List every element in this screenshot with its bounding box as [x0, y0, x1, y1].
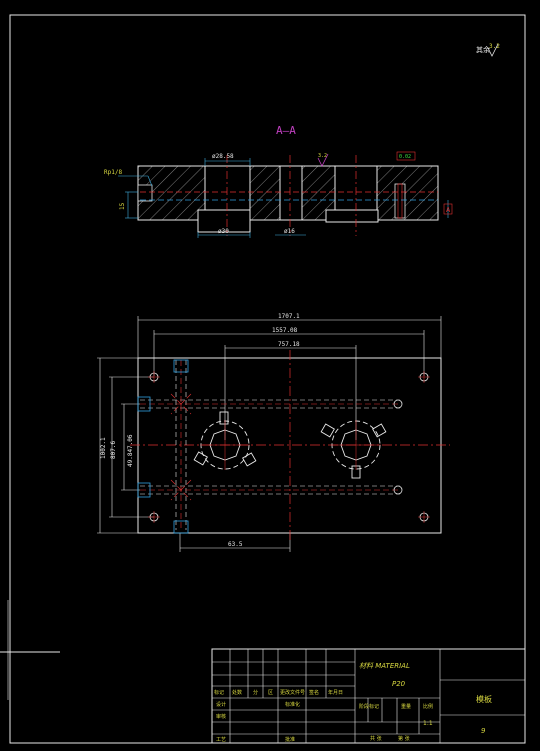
tb-label-scale: 比例 [423, 703, 433, 710]
dim-inner-height: 49.847.06 [127, 434, 134, 467]
fcf-value: 0.02 [399, 154, 411, 160]
sheet-no: 9 [481, 727, 486, 735]
dim-bottom-mid: ø16 [284, 228, 295, 235]
tb-label-check: 审核 [216, 713, 226, 720]
dim-overall-width: 1707.1 [278, 313, 300, 320]
tb-header-1: 处数 [232, 689, 242, 696]
tb-label-stage: 阶段标记 [359, 703, 379, 710]
tb-label-craft: 工艺 [216, 737, 226, 743]
left-port [137, 184, 153, 202]
pocket-right-counterbore [325, 209, 379, 223]
tb-header-2: 分 [253, 689, 258, 696]
dim-center-span: 757.18 [278, 341, 300, 348]
roughness-symbol-icon [487, 43, 499, 57]
sheet-border [0, 14, 526, 744]
tb-label-sheet-of: 第 张 [398, 735, 410, 742]
general-roughness-note: 其余 3.2 [476, 43, 500, 57]
feature-control-frame [396, 151, 416, 161]
datum-box [443, 203, 453, 215]
material-label: 材料 MATERIAL [359, 662, 410, 670]
corner-holes [149, 372, 429, 522]
material-value: P20 [392, 680, 406, 688]
tb-header-5: 签名 [309, 689, 319, 696]
section-roughness-value: 3.2 [318, 153, 327, 159]
right-port-thread [397, 183, 403, 219]
pocket-left-counterbore [197, 209, 251, 233]
dim-hole-span: 1557.08 [272, 327, 298, 334]
datum-label: A [446, 206, 451, 214]
tb-header-0: 标记 [214, 689, 224, 696]
title-block: 材料 MATERIAL P20 标记 处数 分 区 更改文件号 签名 年月日 设… [211, 648, 526, 744]
plan-view: 1707.1 1557.08 757.18 1002.1 807.6 49.84… [97, 313, 450, 552]
section-roughness-icon [317, 153, 329, 167]
dim-height: 15 [119, 202, 126, 210]
tb-label-approve: 批准 [285, 736, 295, 743]
tb-header-6: 年月日 [328, 689, 343, 696]
tb-label-design: 设计 [216, 701, 226, 708]
scale-value: 1:1 [423, 720, 433, 727]
roughness-value: 3.2 [489, 43, 500, 50]
tb-label-standard: 标准化 [285, 701, 300, 708]
dim-bottom: 63.5 [228, 541, 243, 548]
section-title: A–A [276, 124, 296, 137]
dim-overall-height: 1002.1 [100, 437, 107, 459]
tb-label-weight: 重量 [401, 703, 411, 710]
tb-header-4: 更改文件号 [280, 689, 305, 696]
plate-outline [137, 357, 442, 534]
dim-thread-label: Rp1/8 [104, 169, 122, 176]
section-view: ø28.58 Rp1/8 15 ø30 ø16 3.2 0.02 A [104, 151, 453, 238]
pocket-left [204, 165, 251, 211]
roughness-note-label: 其余 [476, 45, 490, 54]
cavity-insert-right [320, 420, 387, 479]
tb-header-3: 区 [268, 690, 273, 696]
tb-label-sheets-total: 共 张 [370, 735, 382, 742]
channel-slot [279, 165, 303, 221]
dim-bottom-left: ø30 [218, 228, 229, 235]
dim-section-top: ø28.58 [212, 153, 234, 160]
part-name: 模板 [476, 694, 492, 704]
dim-hole-height: 807.6 [110, 441, 117, 459]
right-port [394, 183, 406, 219]
